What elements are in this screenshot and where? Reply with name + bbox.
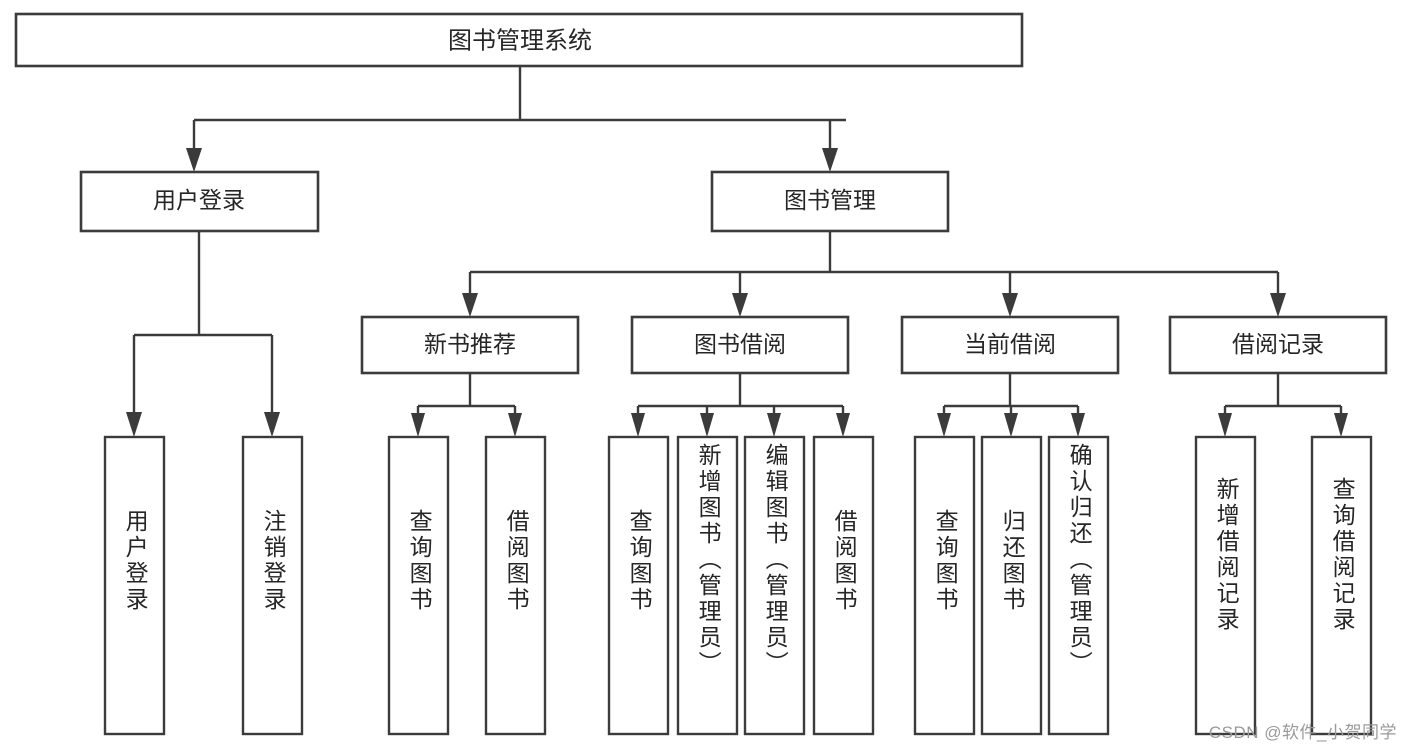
- leaf-box-group-new-book: [387, 435, 547, 736]
- connector-bookmgmt-to-level2: [462, 231, 1286, 317]
- leaf-box-borrow-records-0[interactable]: [1194, 435, 1257, 736]
- leaf-box-borrow-records-1[interactable]: [1310, 435, 1373, 736]
- connector-userlogin-to-leaves: [126, 231, 280, 437]
- node-book-management[interactable]: 图书管理: [710, 170, 950, 233]
- leaf-box-new-book-0[interactable]: [387, 435, 450, 736]
- leaf-box-current-borrow-2[interactable]: [1047, 435, 1110, 736]
- node-book-management-label: 图书管理: [784, 187, 876, 213]
- node-new-book-recommend-label: 新书推荐: [424, 331, 516, 357]
- node-borrow-records[interactable]: 借阅记录: [1168, 315, 1388, 375]
- node-root-label: 图书管理系统: [448, 27, 592, 54]
- leaf-box-current-borrow-1[interactable]: [980, 435, 1043, 736]
- node-new-book-recommend[interactable]: 新书推荐: [360, 315, 580, 375]
- leaf-box-user-login-0[interactable]: [103, 435, 166, 736]
- node-borrow-records-label: 借阅记录: [1232, 331, 1324, 357]
- node-current-borrow[interactable]: 当前借阅: [900, 315, 1120, 375]
- leaf-box-user-login-1[interactable]: [241, 435, 304, 736]
- connector-current-to-leaves: [937, 373, 1085, 437]
- leaf-box-group-book-borrow: [607, 435, 875, 736]
- node-user-login[interactable]: 用户登录: [79, 170, 320, 233]
- leaf-box-book-borrow-1[interactable]: [676, 435, 739, 736]
- node-root[interactable]: 图书管理系统: [14, 12, 1024, 68]
- connector-borrow-to-leaves: [631, 373, 850, 437]
- leaf-box-group-user-login: [103, 435, 304, 736]
- node-book-borrow[interactable]: 图书借阅: [630, 315, 850, 375]
- connector-newbook-to-leaves: [411, 373, 522, 437]
- leaf-box-group-current-borrow: [913, 435, 1110, 736]
- node-user-login-label: 用户登录: [153, 187, 245, 213]
- connector-root-to-level1: [186, 66, 846, 172]
- node-book-borrow-label: 图书借阅: [694, 331, 786, 357]
- leaf-box-book-borrow-2[interactable]: [743, 435, 806, 736]
- watermark-text: CSDN @软件_小贺同学: [1208, 723, 1397, 742]
- leaf-box-new-book-1[interactable]: [484, 435, 547, 736]
- leaf-box-current-borrow-0[interactable]: [913, 435, 976, 736]
- node-current-borrow-label: 当前借阅: [964, 331, 1056, 357]
- connector-records-to-leaves: [1218, 373, 1348, 437]
- leaf-box-book-borrow-3[interactable]: [812, 435, 875, 736]
- leaf-box-group-borrow-records: [1194, 435, 1373, 736]
- leaf-box-book-borrow-0[interactable]: [607, 435, 670, 736]
